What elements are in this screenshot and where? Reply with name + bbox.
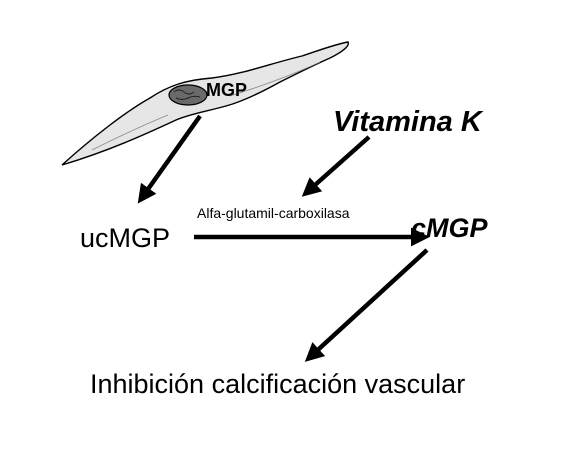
smooth-muscle-cell-icon bbox=[61, 41, 349, 166]
vitamin-k-label: Vitamina K bbox=[333, 106, 482, 138]
nucleus-icon bbox=[168, 84, 208, 106]
cmgp-label: cMGP bbox=[411, 213, 488, 243]
arrow-cmgp-to-inhibition bbox=[304, 248, 429, 362]
outcome-label: Inhibición calcificación vascular bbox=[90, 369, 466, 399]
ucmgp-label: ucMGP bbox=[80, 223, 171, 253]
enzyme-label: Alfa-glutamil-carboxilasa bbox=[197, 205, 350, 221]
arrow-vitamin-k-to-reaction bbox=[301, 135, 371, 197]
cell-mgp-label: MGP bbox=[206, 80, 248, 100]
arrow-cell-to-ucmgp bbox=[137, 114, 202, 204]
